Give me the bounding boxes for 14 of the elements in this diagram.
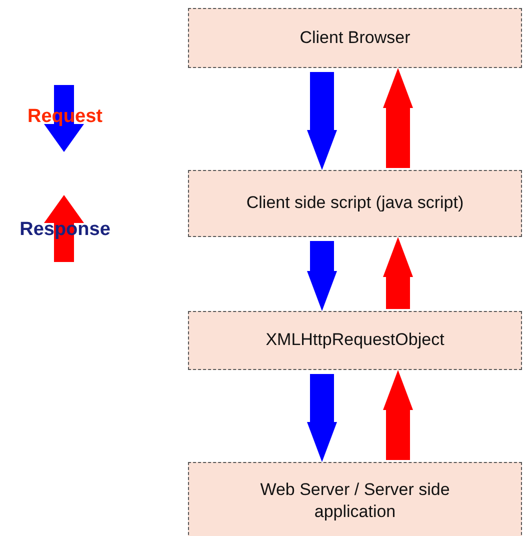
box-label: Web Server / Server side application [260, 478, 450, 523]
box-label: XMLHttpRequestObject [266, 329, 444, 352]
arrow [307, 241, 337, 311]
arrow [383, 370, 413, 460]
box-label: Client Browser [300, 26, 410, 49]
process-box [188, 8, 522, 68]
process-box [188, 462, 522, 536]
arrow [307, 374, 337, 462]
arrow [307, 72, 337, 170]
process-box [188, 170, 522, 237]
box-label: Client side script (java script) [246, 192, 464, 214]
arrow [383, 237, 413, 309]
process-box [188, 311, 522, 370]
arrow [383, 68, 413, 168]
